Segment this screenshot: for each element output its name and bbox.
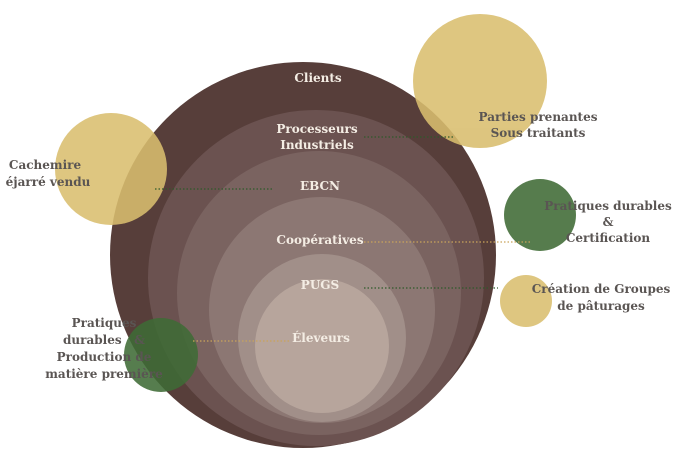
ring-label-pugs: PUGS <box>301 278 339 292</box>
circle-pratiques-certification <box>504 179 576 251</box>
ring-label-ebcn: EBCN <box>300 179 340 193</box>
label-production-l1: Pratiques <box>72 316 137 330</box>
label-parties-prenantes-l1: Parties prenantes <box>479 110 598 124</box>
ring-label-industriels: Industriels <box>280 138 354 152</box>
circle-parties-prenantes <box>413 14 547 148</box>
ring-labels: Clients Processeurs Industriels EBCN Coo… <box>276 71 363 345</box>
circle-groupes-paturages <box>500 275 552 327</box>
label-parties-prenantes-l2: Sous traitants <box>491 126 586 140</box>
label-paturages-l2: de pâturages <box>557 299 645 313</box>
label-certification-l2: & <box>603 215 614 229</box>
ring-label-eleveurs: Éleveurs <box>292 330 350 345</box>
circle-pratiques-production <box>124 318 198 392</box>
connectors <box>155 136 530 342</box>
label-paturages-l1: Création de Groupes <box>532 282 671 296</box>
label-cachemire-l1: Cachemire <box>9 158 82 172</box>
nested-rings <box>110 62 496 448</box>
circle-cachemire <box>55 113 167 225</box>
ring-label-cooperatives: Coopératives <box>276 233 363 247</box>
side-labels: Parties prenantes Sous traitants Cachemi… <box>6 110 672 381</box>
label-production-l3: Production de <box>57 350 152 364</box>
label-production-l4: matière première <box>45 367 163 381</box>
label-production-l2: durables & <box>63 333 145 347</box>
label-certification-l1: Pratiques durables <box>544 199 672 213</box>
ring-label-processeurs: Processeurs <box>276 122 357 136</box>
side-circles <box>55 14 576 392</box>
label-cachemire-l2: éjarré vendu <box>6 175 91 189</box>
ring-label-clients: Clients <box>294 71 342 85</box>
label-certification-l3: Certification <box>566 231 651 245</box>
ring-eleveurs <box>255 279 389 413</box>
